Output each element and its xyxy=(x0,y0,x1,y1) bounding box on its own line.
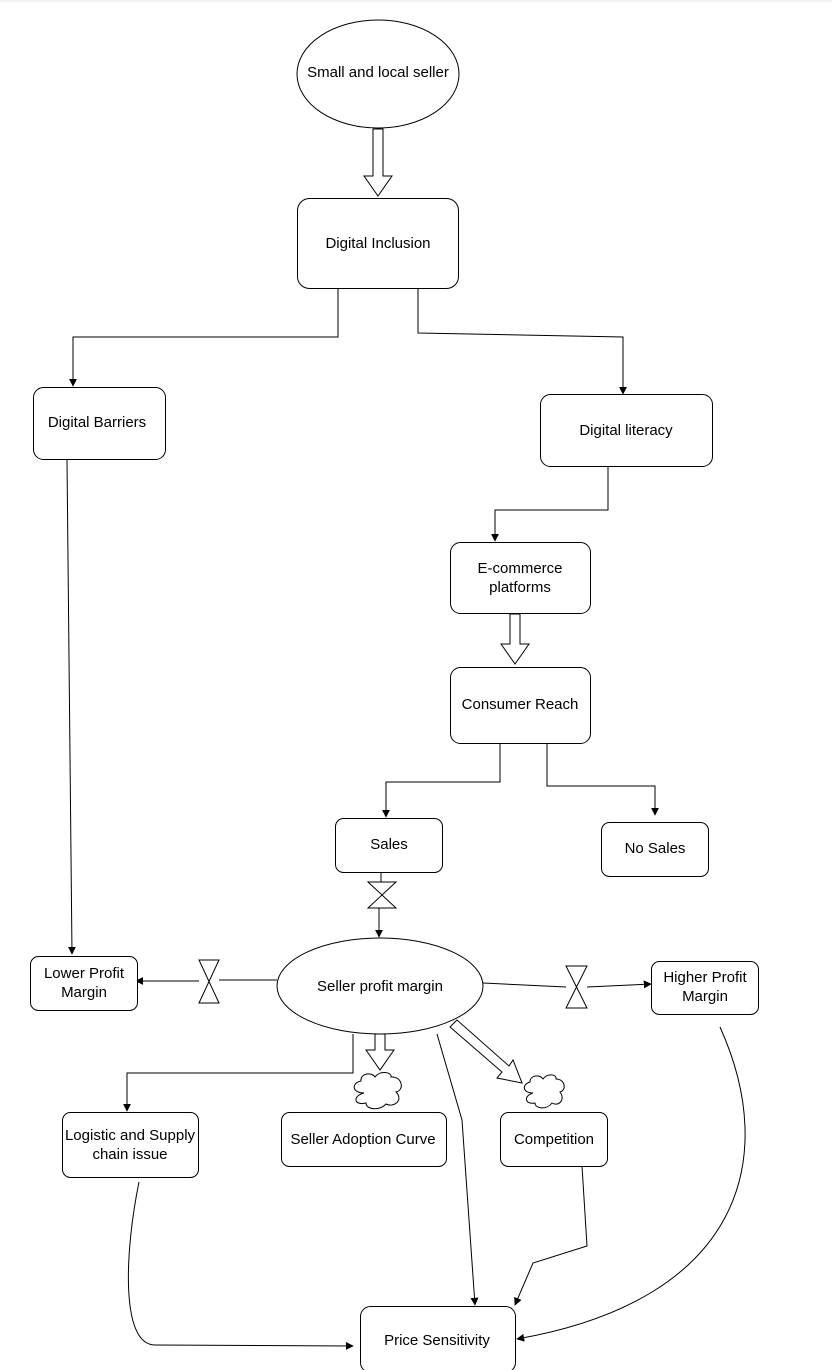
label-lower-profit-margin-1: Lower Profit xyxy=(44,965,125,982)
label-price-sensitivity: Price Sensitivity xyxy=(384,1332,490,1349)
node-price-sensitivity xyxy=(360,1306,516,1370)
node-sales xyxy=(335,818,443,873)
label-lower-profit-margin-2: Margin xyxy=(61,984,107,1001)
label-higher-profit-margin-2: Margin xyxy=(682,988,728,1005)
connector-competition-price xyxy=(514,1165,588,1306)
cloud-icon-adoption xyxy=(353,1072,402,1110)
label-logistic-supply-1: Logistic and Supply xyxy=(65,1127,196,1144)
connector-reach-sales xyxy=(382,744,501,818)
label-logistic-supply-2: chain issue xyxy=(92,1146,167,1163)
valve-profit-higher xyxy=(565,965,588,1009)
block-arrow-profit-to-adoption xyxy=(365,1033,395,1071)
node-higher-profit-margin xyxy=(651,961,759,1015)
label-seller-adoption-curve: Seller Adoption Curve xyxy=(290,1131,435,1148)
label-no-sales: No Sales xyxy=(625,840,686,857)
connector-profit-logistic xyxy=(123,1034,354,1112)
node-digital-barriers xyxy=(33,387,166,460)
connector-inclusion-barriers xyxy=(69,289,339,387)
label-digital-inclusion: Digital Inclusion xyxy=(325,235,430,252)
node-competition xyxy=(500,1112,608,1167)
connector-profit-price xyxy=(436,1033,479,1306)
valve-profit-lower xyxy=(198,959,220,1004)
label-seller-profit-margin: Seller profit margin xyxy=(317,978,443,995)
connector-higher-price xyxy=(516,1026,746,1342)
label-ecommerce-platforms-2: platforms xyxy=(489,579,551,596)
node-no-sales xyxy=(601,822,709,877)
label-consumer-reach: Consumer Reach xyxy=(462,696,579,713)
node-seller-profit-margin xyxy=(276,937,484,1035)
valve-sales-profit xyxy=(366,881,398,909)
node-digital-inclusion xyxy=(297,198,459,289)
node-logistic-supply xyxy=(62,1112,199,1178)
label-digital-literacy: Digital literacy xyxy=(579,422,673,439)
node-seller-adoption-curve xyxy=(281,1112,447,1167)
connector-inclusion-literacy xyxy=(417,289,627,395)
connector-barriers-lower-profit xyxy=(66,459,76,955)
node-digital-literacy xyxy=(540,394,713,467)
label-competition: Competition xyxy=(514,1131,594,1148)
label-small-local-seller: Small and local seller xyxy=(307,64,449,81)
label-higher-profit-margin-1: Higher Profit xyxy=(663,969,747,986)
node-lower-profit-margin xyxy=(30,956,138,1011)
connector-literacy-ecommerce xyxy=(491,467,609,542)
connector-valve-higher xyxy=(586,980,652,989)
node-ecommerce-platforms xyxy=(450,542,591,614)
label-ecommerce-platforms-1: E-commerce xyxy=(477,560,562,577)
connector-reach-no-sales xyxy=(546,744,659,816)
cloud-icon-competition xyxy=(523,1074,565,1109)
label-digital-barriers: Digital Barriers xyxy=(48,414,146,431)
node-small-local-seller xyxy=(296,19,460,129)
label-sales: Sales xyxy=(370,836,408,853)
block-arrow-seller-to-inclusion xyxy=(363,128,393,197)
block-arrow-ecommerce-to-reach xyxy=(500,613,530,665)
connector-profit-higher-valve xyxy=(482,982,567,988)
node-consumer-reach xyxy=(450,667,591,744)
connector-logistic-price xyxy=(127,1181,354,1350)
block-arrow-profit-to-competition xyxy=(449,1019,523,1084)
